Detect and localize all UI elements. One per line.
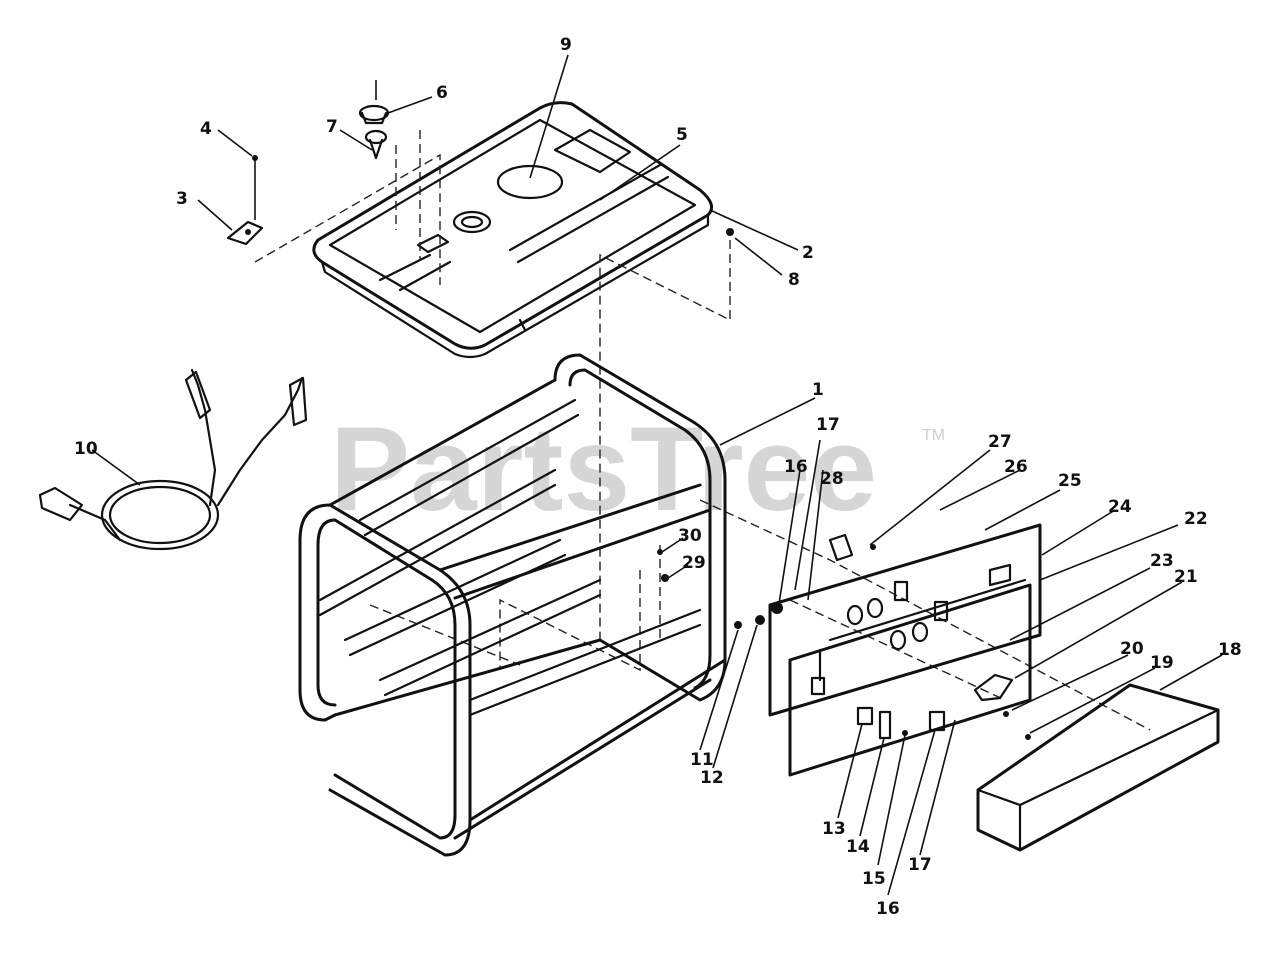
callout-20: 20 — [1120, 639, 1144, 659]
callout-15: 15 — [862, 869, 886, 889]
fuel-cap-parts — [358, 80, 390, 160]
callout-4: 4 — [200, 119, 212, 139]
callout-29: 29 — [682, 553, 706, 573]
callout-24: 24 — [1108, 497, 1132, 517]
callout-25: 25 — [1058, 471, 1082, 491]
callout-19: 19 — [1150, 653, 1174, 673]
leader-lines — [91, 54, 1223, 896]
callout-22: 22 — [1184, 509, 1208, 529]
watermark-trademark: TM — [922, 427, 945, 444]
callout-numbers: 1 2 3 4 5 6 7 8 9 10 11 12 13 14 15 16 1… — [74, 35, 1242, 919]
control-panel — [657, 228, 1042, 777]
callout-3: 3 — [176, 189, 188, 209]
watermark-text: PartsTree — [330, 402, 877, 536]
callout-17-lower: 17 — [908, 855, 932, 875]
callout-16: 16 — [784, 457, 808, 477]
callout-7: 7 — [326, 117, 338, 137]
callout-2: 2 — [802, 243, 814, 263]
tubular-frame — [298, 353, 727, 857]
callout-18: 18 — [1218, 640, 1242, 660]
callout-10: 10 — [74, 439, 98, 459]
callout-1: 1 — [812, 380, 824, 400]
fuel-tank — [312, 101, 714, 359]
callout-28: 28 — [820, 469, 844, 489]
callout-26: 26 — [1004, 457, 1028, 477]
callout-5: 5 — [676, 125, 688, 145]
callout-30: 30 — [678, 526, 702, 546]
callout-12: 12 — [700, 768, 724, 788]
callout-8: 8 — [788, 270, 800, 290]
callout-9: 9 — [560, 35, 572, 55]
callout-11: 11 — [690, 750, 714, 770]
callout-6: 6 — [436, 83, 448, 103]
bracket-and-screw — [226, 155, 264, 246]
callout-21: 21 — [1174, 567, 1198, 587]
callout-13: 13 — [822, 819, 846, 839]
callout-27: 27 — [988, 432, 1012, 452]
callout-17: 17 — [816, 415, 840, 435]
callout-16-lower: 16 — [876, 899, 900, 919]
battery-box — [976, 683, 1220, 852]
booster-cable — [38, 368, 308, 551]
callout-23: 23 — [1150, 551, 1174, 571]
callout-14: 14 — [846, 837, 870, 857]
